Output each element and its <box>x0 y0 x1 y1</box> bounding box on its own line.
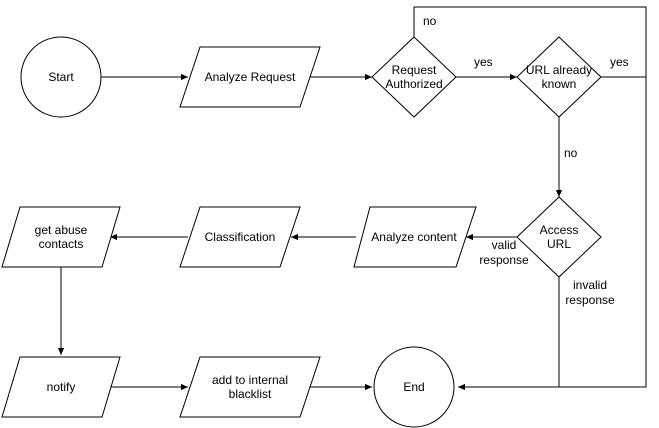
get-abuse-contacts-label-line1: get abuse <box>35 223 88 237</box>
invalid-response-label-line1: invalid <box>573 278 607 292</box>
add-blacklist-label-line1: add to internal <box>212 373 288 387</box>
analyze-request-node <box>179 46 321 108</box>
access-url-decision <box>516 196 602 278</box>
valid-response-label-line2: response <box>479 253 529 267</box>
start-label: Start <box>48 70 74 84</box>
get-abuse-contacts-node <box>1 206 121 268</box>
get-abuse-contacts-label-line2: contacts <box>39 237 84 251</box>
url-known-no-label: no <box>564 146 578 160</box>
add-blacklist-label-line2: blacklist <box>229 387 272 401</box>
end-label: End <box>403 380 424 394</box>
classification-label: Classification <box>205 230 276 244</box>
url-known-label-line2: known <box>542 77 577 91</box>
request-authorized-decision <box>371 36 457 118</box>
valid-response-label-line1: valid <box>492 238 517 252</box>
edge-authorized-no-to-end <box>413 6 647 391</box>
analyze-content-node <box>353 206 477 268</box>
analyze-content-label: Analyze content <box>371 230 457 244</box>
url-known-label-line1: URL already <box>526 63 592 77</box>
notify-label: notify <box>47 380 76 394</box>
request-authorized-label-line2: Authorized <box>385 77 442 91</box>
analyze-request-label: Analyze Request <box>205 70 296 84</box>
invalid-response-label-line2: response <box>565 293 615 307</box>
url-known-yes-label: yes <box>610 55 629 69</box>
access-url-label-line1: Access <box>540 223 579 237</box>
classification-node <box>179 206 301 268</box>
url-known-decision <box>516 36 602 118</box>
authorized-no-label: no <box>423 14 437 28</box>
add-blacklist-node <box>179 356 321 418</box>
notify-node <box>1 356 121 418</box>
start-node <box>20 36 102 118</box>
access-url-label-line2: URL <box>547 237 571 251</box>
edge-access-url-invalid-to-end <box>458 277 560 388</box>
request-authorized-label-line1: Request <box>392 63 437 77</box>
end-node <box>373 346 455 428</box>
authorized-yes-label: yes <box>474 55 493 69</box>
